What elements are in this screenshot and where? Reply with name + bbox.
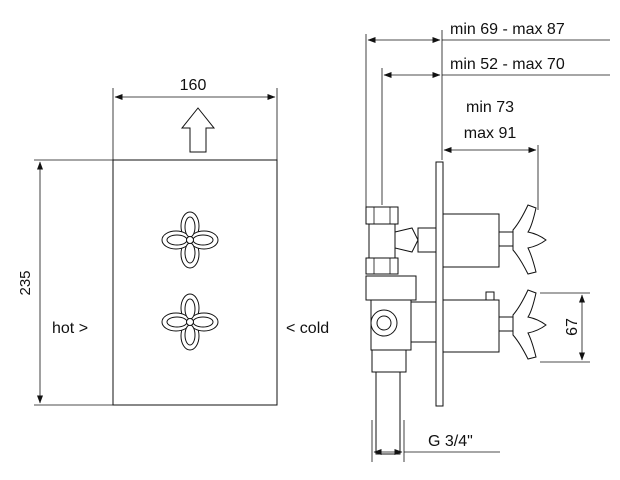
upper-valve <box>365 204 547 275</box>
width-dimension-label: 160 <box>180 77 207 94</box>
lower-handle-icon <box>161 293 219 351</box>
lower-cross-handle-icon <box>512 289 547 360</box>
height-dimension-label: 235 <box>17 270 34 295</box>
up-arrow-icon <box>180 107 216 153</box>
body-depth-label: min 52 - max 70 <box>450 56 565 73</box>
inlet-pipe <box>375 371 401 455</box>
hot-label: hot > <box>52 320 88 337</box>
side-view: min 69 - max 87 min 52 - max 70 min 73 m… <box>365 21 610 462</box>
overall-depth-label: min 69 - max 87 <box>450 21 565 38</box>
handle-projection-label-min: min 73 <box>466 99 514 116</box>
lower-valve <box>365 275 547 373</box>
handle-spacing-label: 67 <box>564 318 581 336</box>
connection-label: G 3/4" <box>428 433 473 450</box>
upper-cross-handle-icon <box>512 204 547 275</box>
front-view: 235 160 hot > < cold <box>17 77 329 406</box>
cover-plate-side <box>435 161 444 407</box>
cover-plate <box>112 159 278 406</box>
cold-label: < cold <box>286 320 329 337</box>
upper-handle-icon <box>161 211 219 269</box>
handle-projection-label-max: max 91 <box>464 125 517 142</box>
